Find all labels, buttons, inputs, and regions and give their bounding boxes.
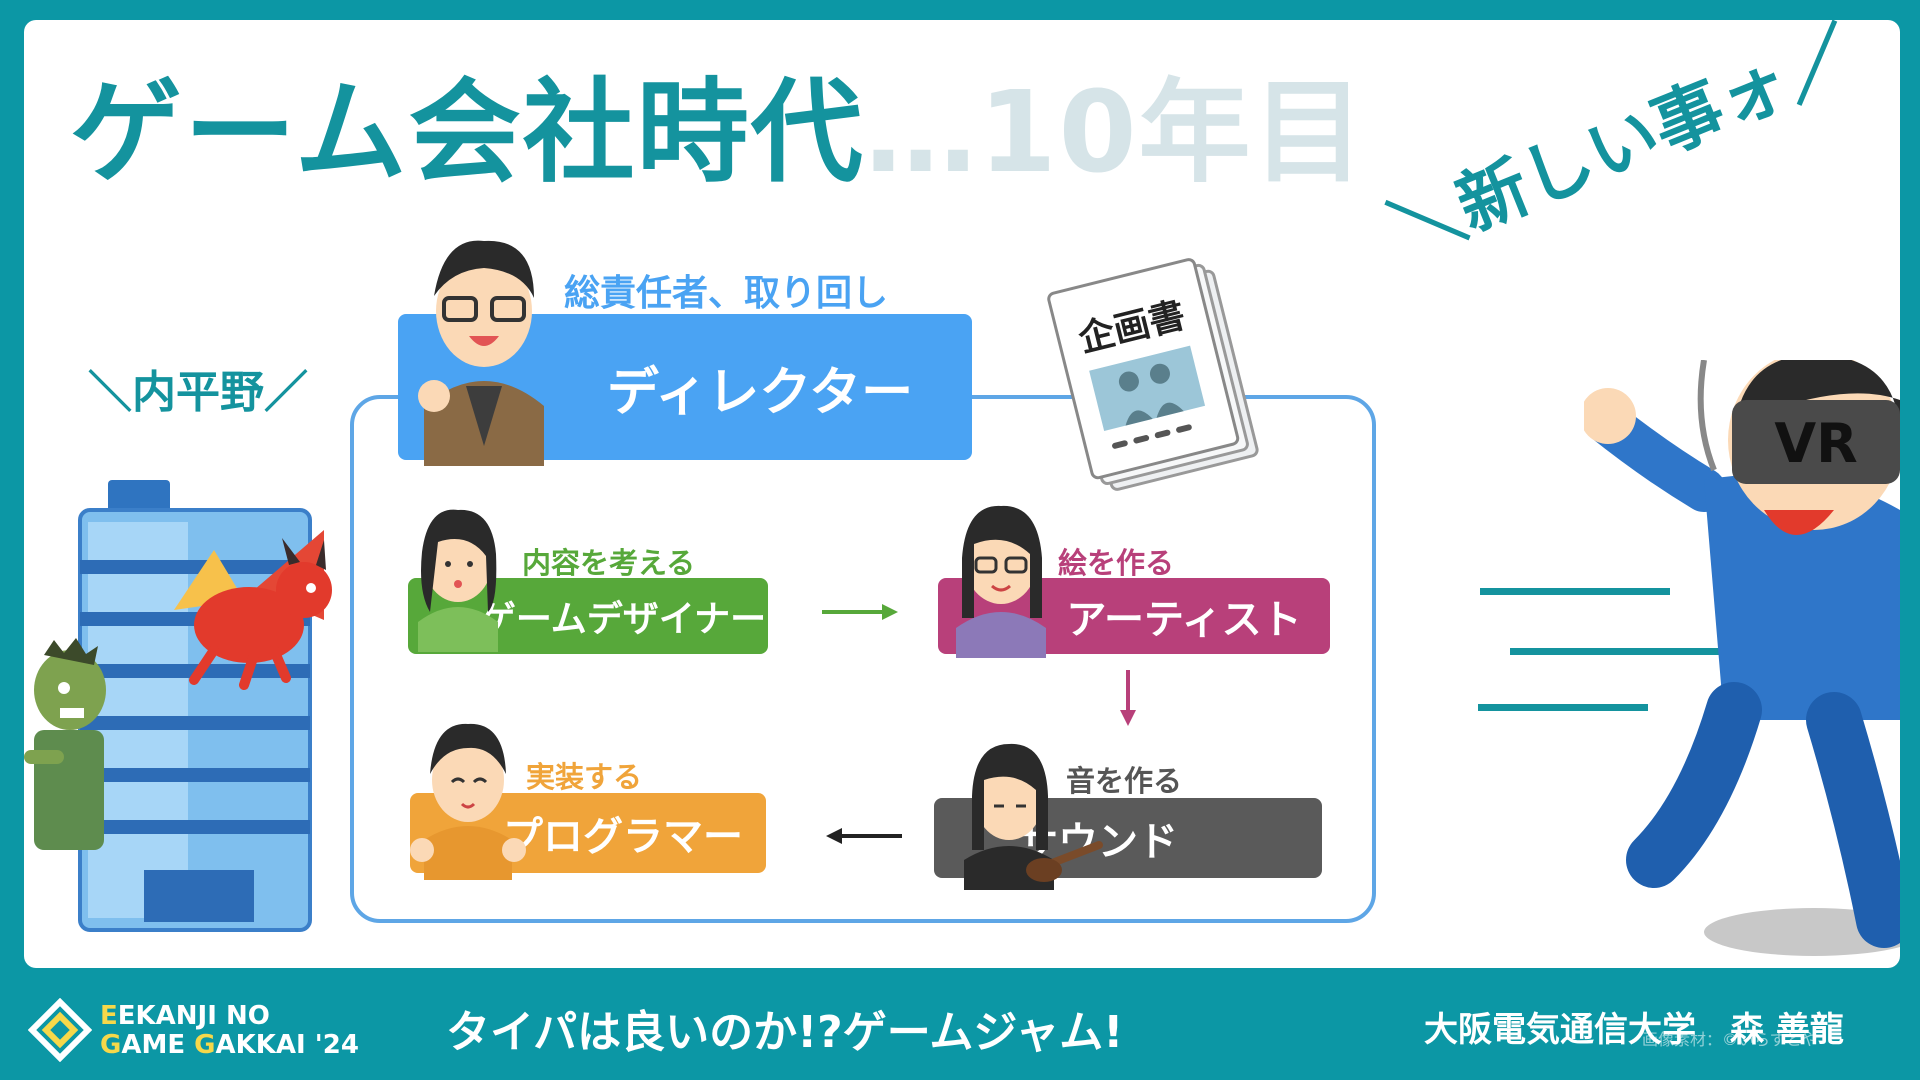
author-name: 大阪電気通信大学 森 善龍 — [1424, 1010, 1844, 1050]
image-credit: 画像素材：©いらすとや — [1642, 1030, 1818, 1049]
director-caption: 総責任者、取り回し — [564, 273, 889, 314]
sound-person-icon — [964, 743, 1103, 890]
arrow-sound-to-programmer — [826, 828, 902, 844]
arrow-artist-to-sound — [1120, 670, 1136, 726]
new-things-shout: ＼新しい事ォ／ — [1380, 20, 1866, 274]
speed-line — [1478, 704, 1648, 711]
footer-bar: EEKANJI NO GAME GAKKAI '24 タイパは良いのか!?ゲーム… — [0, 968, 1920, 1080]
speed-line — [1510, 648, 1760, 655]
title-sub: …10年目 — [864, 68, 1367, 198]
game-gakkai-logo-text: EEKANJI NO GAME GAKKAI '24 — [100, 1001, 359, 1060]
game-gakkai-logo-icon — [28, 998, 92, 1062]
dragon-icon — [174, 530, 332, 690]
vr-runner-illustration: VR — [1584, 360, 1900, 956]
slide-title: ゲーム会社時代…10年目 — [70, 48, 1367, 198]
zombie-icon — [24, 638, 106, 850]
plan-document-icon: 企画書 — [1047, 258, 1259, 491]
designer-person-icon — [418, 509, 498, 652]
slide-card: ゲーム会社時代…10年目 ＼内平野／ — [24, 20, 1900, 968]
vr-headset-label: VR — [1774, 412, 1857, 475]
company-label: ＼内平野／ — [88, 367, 308, 418]
artist-person-icon — [956, 505, 1046, 658]
speed-line — [1480, 588, 1670, 595]
designer-caption: 内容を考える — [522, 546, 696, 580]
building-illustration — [24, 480, 332, 932]
director-person-icon — [418, 240, 544, 466]
title-main: ゲーム会社時代 — [70, 68, 865, 198]
artist-caption: 絵を作る — [1058, 546, 1175, 580]
arrow-designer-to-artist — [822, 604, 898, 620]
sound-caption: 音を作る — [1066, 764, 1183, 798]
programmer-caption: 実装する — [526, 760, 643, 794]
programmer-person-icon — [410, 723, 526, 880]
event-title: タイパは良いのか!?ゲームジャム! — [446, 1007, 1124, 1058]
